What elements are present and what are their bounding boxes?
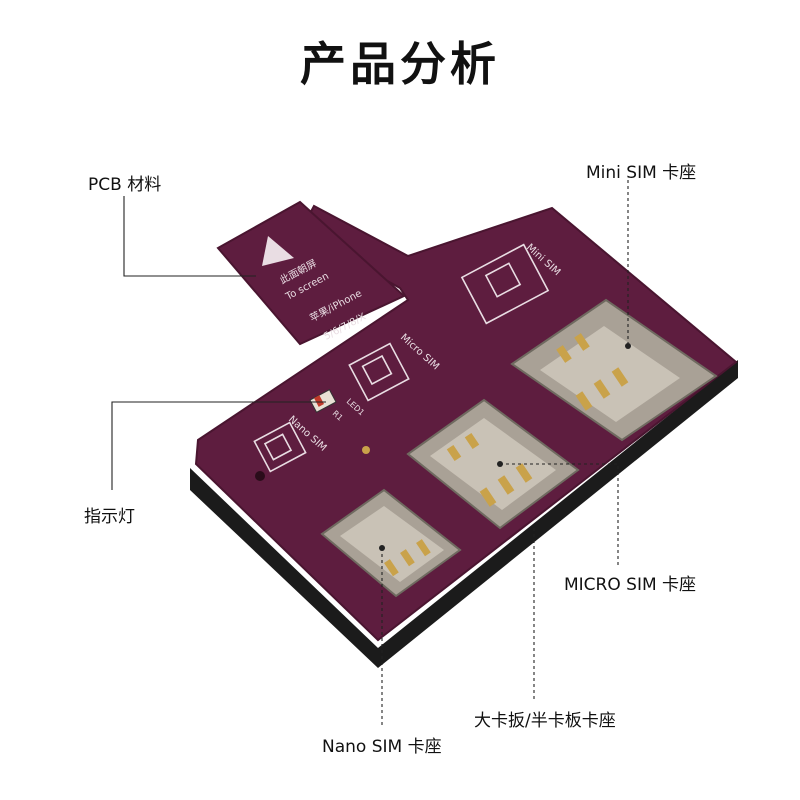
mounting-hole <box>255 471 265 481</box>
leader-indicator <box>111 401 326 490</box>
label-nano-sim: Nano SIM 卡座 <box>322 737 442 757</box>
label-large-half: 大卡扳/半卡板卡座 <box>474 711 616 731</box>
leader-micro-sim <box>500 463 619 566</box>
label-indicator: 指示灯 <box>84 507 135 527</box>
leader-pcb <box>123 196 256 277</box>
nano-sim-holder <box>320 488 462 598</box>
arrow-icon <box>262 236 294 266</box>
silkscreen-sim-icons <box>253 243 550 473</box>
mini-sim-holder <box>510 298 718 442</box>
label-micro-sim: MICRO SIM 卡座 <box>564 575 697 595</box>
test-pad <box>362 446 370 454</box>
micro-sim-holder <box>406 398 580 530</box>
label-mini-sim: Mini SIM 卡座 <box>586 163 697 183</box>
page-title: 产品分析 <box>300 37 500 91</box>
led-indicator <box>309 388 337 414</box>
label-pcb: PCB 材料 <box>88 175 162 195</box>
